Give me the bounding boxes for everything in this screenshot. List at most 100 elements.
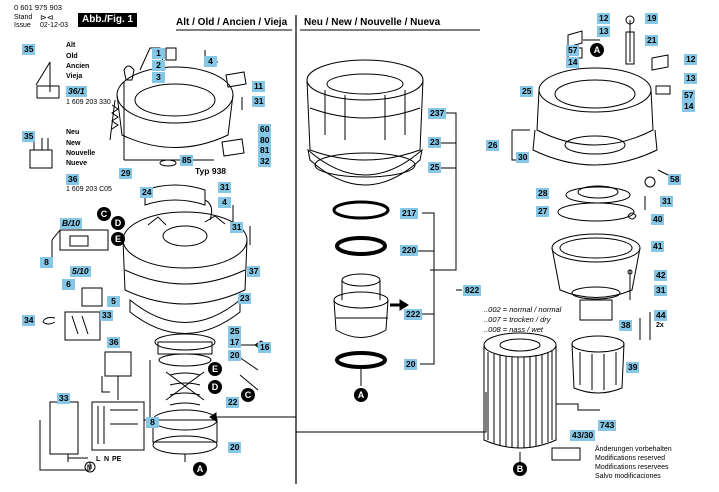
callout-31: 31 xyxy=(218,182,232,193)
callout-237: 237 xyxy=(428,108,447,119)
callout-8: 8 xyxy=(146,417,159,428)
callout-19: 19 xyxy=(645,13,659,24)
callout-17: 17 xyxy=(228,337,242,348)
wire-pe: PE xyxy=(112,456,122,463)
callout-36: 36 xyxy=(107,337,121,348)
callout-38: 38 xyxy=(619,320,633,331)
wire-n: N xyxy=(104,456,110,463)
callout-20: 20 xyxy=(228,350,242,361)
marker-a: A xyxy=(590,43,604,57)
callout-b10: B/10 xyxy=(60,218,82,229)
issue-label: Issue xyxy=(14,22,31,29)
marker-c: C xyxy=(97,207,111,221)
callout-31: 31 xyxy=(660,196,674,207)
callout-5: 5 xyxy=(107,296,120,307)
callout-822: 822 xyxy=(463,285,482,296)
callout-34: 34 xyxy=(22,315,36,326)
callout-26: 26 xyxy=(486,140,500,151)
callout-11: 11 xyxy=(252,81,265,92)
new-part-number: 1 609 203 C05 xyxy=(66,186,112,193)
callout-42: 42 xyxy=(654,270,668,281)
callout-3: 3 xyxy=(152,72,165,83)
old-section-title: Alt / Old / Ancien / Vieja xyxy=(176,17,288,28)
callout-25: 25 xyxy=(520,86,534,97)
wire-l: L xyxy=(96,456,101,463)
new-word-de: Neu xyxy=(66,129,80,136)
figure-label: Abb./Fig. 1 xyxy=(78,13,138,27)
callout-57: 57 xyxy=(682,90,696,101)
new-word-es: Nueve xyxy=(66,160,88,167)
callout-16: 16 xyxy=(258,342,272,353)
old-part-number: 1 609 203 330 xyxy=(66,99,111,106)
callout-35: 35 xyxy=(22,44,36,55)
callout-217: 217 xyxy=(400,208,419,219)
callout-27: 27 xyxy=(536,206,550,217)
marker-e: E xyxy=(208,362,222,376)
callout-57: 57 xyxy=(566,45,580,56)
callout-29: 29 xyxy=(119,168,133,179)
new-word-fr: Nouvelle xyxy=(66,150,96,157)
doc-number: 0 601 975 903 xyxy=(14,3,62,12)
callout-23: 23 xyxy=(428,137,442,148)
callout-22: 22 xyxy=(226,397,240,408)
callout-4: 4 xyxy=(218,197,231,208)
stand-label: Stand xyxy=(14,14,33,21)
footer-note-de: Änderungen vorbehalten xyxy=(595,446,672,453)
marker-c: C xyxy=(241,388,255,402)
marker-a: A xyxy=(193,462,207,476)
old-word-fr: Ancien xyxy=(66,63,90,70)
callout-32: 32 xyxy=(258,156,272,167)
callout-14: 14 xyxy=(682,101,696,112)
callout-40: 40 xyxy=(651,214,665,225)
callout-13: 13 xyxy=(684,73,698,84)
callout-6: 6 xyxy=(62,279,75,290)
callout-36-1: 36/1 xyxy=(66,86,87,97)
quantity-label: 2x xyxy=(656,322,664,329)
callout-25: 25 xyxy=(428,162,442,173)
callout-37: 37 xyxy=(247,266,261,277)
new-section-title: Neu / New / Nouvelle / Nueva xyxy=(304,17,441,28)
callout-81: 81 xyxy=(258,145,272,156)
callout-20: 20 xyxy=(404,359,418,370)
callout-43-30: 43/30 xyxy=(570,430,596,441)
old-word-es: Vieja xyxy=(66,73,83,80)
old-word-en: Old xyxy=(66,53,78,60)
new-word-en: New xyxy=(66,140,81,147)
footer-note-en: Modifications reserved xyxy=(595,455,666,462)
callout-2: 2 xyxy=(152,60,165,71)
callout-30: 30 xyxy=(516,152,530,163)
callout-20: 20 xyxy=(228,442,242,453)
marker-d: D xyxy=(208,380,222,394)
filter-note-dry: ..007 = trocken / dry xyxy=(484,315,551,324)
callout-31: 31 xyxy=(654,285,668,296)
callout-58: 58 xyxy=(668,174,682,185)
callout-1: 1 xyxy=(152,48,165,59)
callout-85: 85 xyxy=(180,155,194,166)
issue-date: 02-12-03 xyxy=(40,22,69,29)
callout-28: 28 xyxy=(536,188,550,199)
callout-24: 24 xyxy=(140,187,154,198)
callout-35: 35 xyxy=(22,131,36,142)
callout-25: 25 xyxy=(228,326,242,337)
marker-e: E xyxy=(111,232,125,246)
callout-222: 222 xyxy=(404,309,423,320)
callout-60: 60 xyxy=(258,124,272,135)
callout-23: 23 xyxy=(238,293,252,304)
callout-31: 31 xyxy=(252,96,266,107)
filter-note-normal: ..002 = normal / normal xyxy=(484,305,562,314)
footer-note-fr: Modifications reservees xyxy=(595,464,669,471)
callout-8: 8 xyxy=(40,257,53,268)
callout-743: 743 xyxy=(598,420,617,431)
callout-12: 12 xyxy=(684,54,698,65)
revision-symbol: ⊳⊲ xyxy=(40,13,54,22)
callout-41: 41 xyxy=(651,241,665,252)
callout-4: 4 xyxy=(204,56,217,67)
callout-14: 14 xyxy=(566,57,580,68)
callout-39: 39 xyxy=(626,362,640,373)
marker-b: B xyxy=(513,462,527,476)
callout-21: 21 xyxy=(645,35,659,46)
marker-d: D xyxy=(111,216,125,230)
callout-13: 13 xyxy=(597,26,611,37)
callout-36: 36 xyxy=(66,174,80,185)
